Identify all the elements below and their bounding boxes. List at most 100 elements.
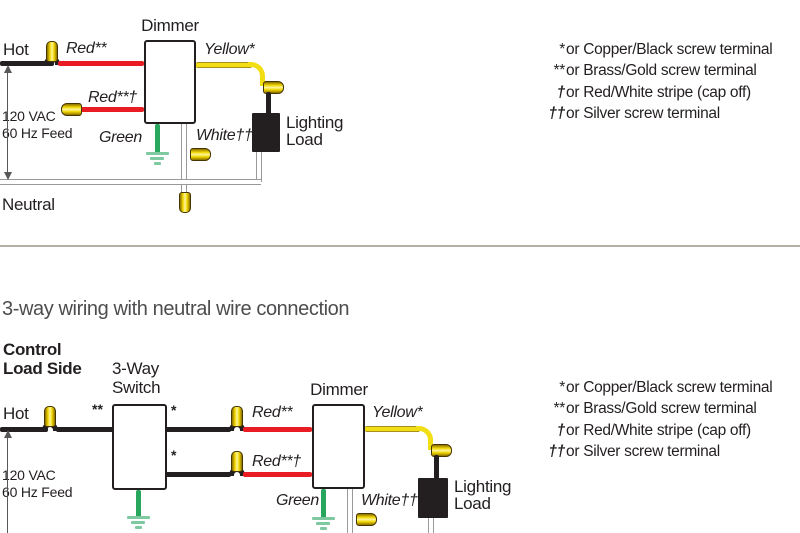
wire-nut-icon xyxy=(179,192,191,213)
lighting-load-label-line1: Lighting xyxy=(286,113,344,132)
dimmer-label: Dimmer xyxy=(310,380,368,399)
wire-nut-icon xyxy=(44,406,56,427)
ground-symbol-icon xyxy=(150,157,164,160)
hot-label: Hot xyxy=(3,404,29,423)
load-feed-wire xyxy=(266,92,271,115)
lighting-load-box xyxy=(252,113,280,152)
ground-symbol-icon xyxy=(135,526,142,529)
red-bottom-wire-label: Red**† xyxy=(252,453,301,470)
legend-item: †† or Silver screw terminal xyxy=(540,441,772,462)
hot-wire xyxy=(0,427,48,432)
hot-wire xyxy=(0,61,54,66)
ground-symbol-icon xyxy=(154,162,161,165)
legend-symbol: † xyxy=(556,83,566,101)
legend-symbol: †† xyxy=(548,104,565,122)
hot-label: Hot xyxy=(3,40,29,59)
lighting-load-box xyxy=(418,478,448,518)
green-ground-wire xyxy=(321,489,326,519)
lighting-load-label-line2: Load xyxy=(286,130,323,149)
control-side-label-line1: Control xyxy=(3,340,62,359)
legend-top: * or Copper/Black screw terminal ** or B… xyxy=(540,39,772,124)
dimmer-white-wire xyxy=(181,124,187,194)
ground-symbol-icon xyxy=(312,517,335,520)
feed-arrow-line xyxy=(7,72,8,174)
hot-wire-continues xyxy=(56,427,114,432)
three-way-switch-box xyxy=(112,404,167,490)
red-bottom-wire xyxy=(78,107,144,112)
legend-text: or Copper/Black screw terminal xyxy=(566,41,773,58)
legend-text: or Silver screw terminal xyxy=(566,442,720,460)
red-top-wire xyxy=(243,427,312,432)
legend-item: †† or Silver screw terminal xyxy=(540,103,772,124)
ground-symbol-icon xyxy=(131,521,145,524)
legend-item: ** or Brass/Gold screw terminal xyxy=(540,60,772,81)
dimmer-white-wire xyxy=(347,489,353,533)
legend-item: * or Copper/Black screw terminal xyxy=(540,377,772,398)
legend-text: or Brass/Gold screw terminal xyxy=(566,400,757,418)
arrow-up-icon xyxy=(3,65,12,73)
yellow-wire xyxy=(365,426,420,432)
legend-item: † or Red/White stripe (cap off) xyxy=(540,82,772,103)
section-heading: 3-way wiring with neutral wire connectio… xyxy=(2,298,350,320)
terminal-mark-switch-right-bottom: * xyxy=(171,447,177,463)
traveler-top-black-wire xyxy=(165,427,231,432)
dimmer-box xyxy=(312,404,365,489)
load-neutral-wire xyxy=(428,518,434,533)
yellow-wire-bend xyxy=(416,426,433,450)
control-side-label-line2: Load Side xyxy=(3,359,82,378)
three-way-switch-label-line1: 3-Way xyxy=(112,359,159,378)
legend-item: † or Red/White stripe (cap off) xyxy=(540,420,772,441)
red-top-wire xyxy=(58,61,144,66)
wire-nut-icon xyxy=(231,406,243,427)
ground-symbol-icon xyxy=(127,516,150,519)
legend-item: * or Copper/Black screw terminal xyxy=(540,39,772,60)
legend-text: or Brass/Gold screw terminal xyxy=(566,62,757,80)
lighting-load-label-line2: Load xyxy=(454,494,491,513)
load-neutral-wire xyxy=(256,152,262,182)
legend-symbol: * xyxy=(559,41,565,58)
terminal-mark-switch-right-top: * xyxy=(171,402,177,418)
wire-nut-icon xyxy=(190,148,211,161)
legend-symbol: * xyxy=(559,379,565,396)
feed-arrow-line xyxy=(7,437,8,533)
red-top-wire-label: Red** xyxy=(66,40,107,57)
yellow-wire-label: Yellow* xyxy=(204,41,255,58)
white-wire-label: White†† xyxy=(361,492,418,509)
legend-symbol: † xyxy=(556,421,566,439)
red-bottom-wire xyxy=(243,472,312,477)
wire-nut-icon xyxy=(263,81,284,94)
yellow-wire-label: Yellow* xyxy=(372,404,423,421)
wire-nut-icon xyxy=(231,451,243,472)
legend-bottom: * or Copper/Black screw terminal ** or B… xyxy=(540,377,772,462)
three-way-switch-label-line2: Switch xyxy=(112,378,161,397)
wire-nut-icon xyxy=(61,103,82,116)
neutral-line xyxy=(0,179,261,185)
wire-nut-icon xyxy=(431,444,452,457)
section-divider xyxy=(0,245,800,247)
green-ground-wire xyxy=(155,124,160,154)
legend-item: ** or Brass/Gold screw terminal xyxy=(540,398,772,419)
green-wire-label: Green xyxy=(99,129,142,146)
arrow-down-icon xyxy=(3,172,12,180)
green-wire-label: Green xyxy=(276,492,319,509)
feed-label-line1: 120 VAC xyxy=(2,467,56,483)
feed-label-line2: 60 Hz Feed xyxy=(2,484,73,500)
yellow-wire xyxy=(196,62,252,68)
red-top-wire-label: Red** xyxy=(252,404,293,421)
feed-label-line2: 60 Hz Feed xyxy=(2,125,73,141)
wire-nut-icon xyxy=(356,513,377,526)
legend-text: or Copper/Black screw terminal xyxy=(566,379,773,396)
legend-text: or Red/White stripe (cap off) xyxy=(566,421,751,439)
legend-text: or Silver screw terminal xyxy=(566,104,720,122)
load-feed-wire xyxy=(434,455,439,479)
dimmer-box xyxy=(144,40,196,124)
legend-symbol: ** xyxy=(553,400,566,418)
yellow-wire-bend xyxy=(248,62,265,86)
lighting-load-label-line1: Lighting xyxy=(454,477,512,496)
legend-text: or Red/White stripe (cap off) xyxy=(566,83,751,101)
ground-symbol-icon xyxy=(316,522,330,525)
switch-green-ground-wire xyxy=(136,490,141,518)
traveler-bottom-black-wire xyxy=(165,472,231,477)
white-wire-label: White†† xyxy=(196,127,253,144)
